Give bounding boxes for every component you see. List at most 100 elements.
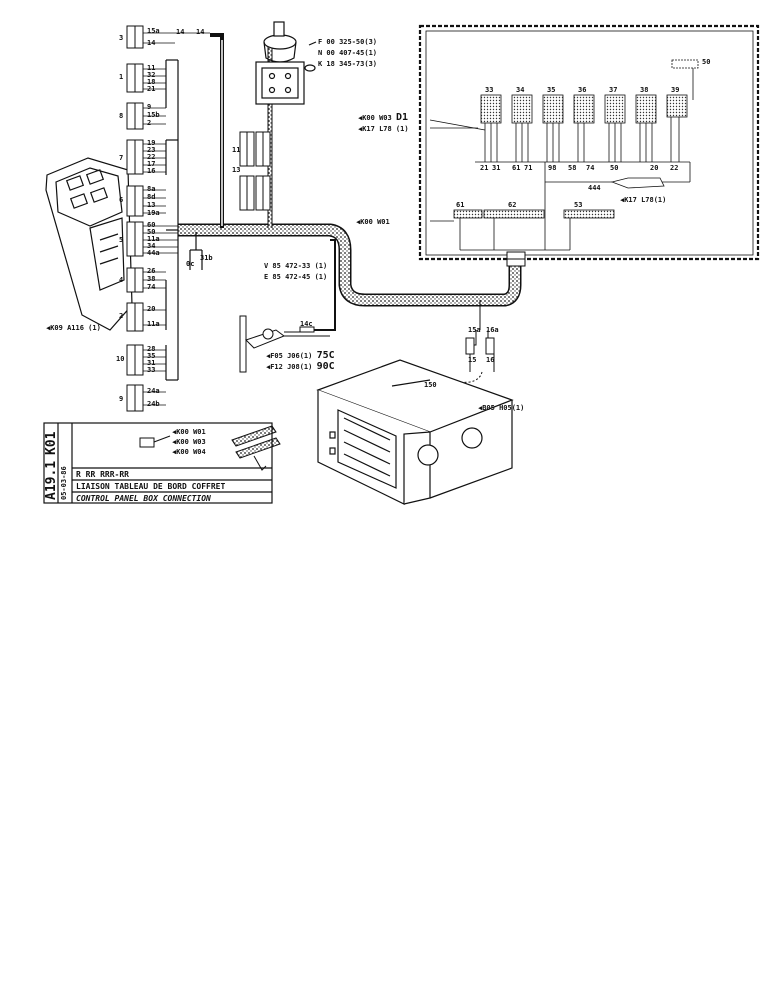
- ref-k17-mid-text: K17 L78(1): [624, 196, 667, 204]
- ref-f05: ◀F05 J06(1) 75C: [266, 350, 335, 361]
- ref-k00-w03-text: K00 W03: [362, 114, 392, 122]
- box-wire-label: 22: [670, 164, 679, 172]
- pin-label: 74: [147, 283, 156, 291]
- pin-label: 24a: [147, 387, 160, 395]
- pin-label: 32: [147, 71, 156, 79]
- ref-k18: K 18 345-73(3): [318, 60, 378, 68]
- wire-label-15a: 15a: [468, 326, 481, 334]
- pin-label: 33: [147, 366, 156, 374]
- ref-f00: F 00 325-50(3): [318, 38, 378, 46]
- pin-label: 31: [147, 359, 156, 367]
- pin-label: 2: [147, 119, 152, 127]
- box-wire-label: 61: [512, 164, 521, 172]
- top-component: [255, 21, 317, 105]
- pin-label: 16: [147, 167, 156, 175]
- wire-label-16a: 16a: [486, 326, 499, 334]
- ref-k00-w03-b: ◀K00 W03: [172, 438, 206, 446]
- box-wire-label: 74: [586, 164, 595, 172]
- ref-k17-top-text: K17 L78 (1): [362, 125, 409, 133]
- ref-k00-w01: ◀K00 W01: [356, 218, 390, 226]
- pin-label: 19a: [147, 209, 160, 217]
- pin-label: 11: [147, 64, 156, 72]
- wire-label-31b: 31b: [200, 254, 213, 262]
- ref-f12: ◀F12 J08(1) 90C: [266, 361, 335, 372]
- wire-label-14: 14: [176, 28, 185, 36]
- ref-e85: E 85 472-45 (1): [264, 273, 328, 281]
- ref-b05-text: B05 H05(1): [482, 404, 525, 412]
- connector-8-num: 8: [119, 112, 124, 120]
- box-wire-label: 21: [480, 164, 489, 172]
- title-fr: LIAISON TABLEAU DE BORD COFFRET: [76, 482, 226, 491]
- ref-code: K01: [44, 431, 59, 455]
- relay-39-num: 39: [671, 86, 680, 94]
- pin-label: 21: [147, 85, 156, 93]
- connector-5-num: 5: [119, 236, 124, 244]
- connector-9-num: 9: [119, 395, 124, 403]
- pin-label: 28: [147, 345, 156, 353]
- relay-33-num: 33: [485, 86, 494, 94]
- ref-k00-w04-b-text: K00 W04: [176, 448, 206, 456]
- connector-3-num: 3: [119, 34, 124, 42]
- pin-label: 60: [147, 221, 156, 229]
- ref-k09: ◀K09 A116 (1): [46, 324, 101, 332]
- pin-label: 22: [147, 153, 156, 161]
- connector-7-num: 7: [119, 154, 124, 162]
- page-code: A19.1: [44, 460, 59, 500]
- pin-label: 15b: [147, 111, 160, 119]
- connector-11-num: 11: [232, 146, 241, 154]
- wire-label-150: 150: [424, 381, 437, 389]
- connector-4-num: 4: [119, 276, 124, 284]
- ref-b05: ◀B05 H05(1): [478, 404, 525, 412]
- mid-connectors: [239, 131, 271, 211]
- connector-2-num: 2: [119, 312, 124, 320]
- pin-label: 11a: [147, 235, 160, 243]
- ref-k00-w01-text: K00 W01: [360, 218, 390, 226]
- pin-label: 24b: [147, 400, 160, 408]
- code-line: R RR RRR-RR: [76, 470, 129, 479]
- ref-k00-w03-b-text: K00 W03: [176, 438, 206, 446]
- pin-label: 38: [147, 275, 156, 283]
- box-wire-label: 31: [492, 164, 501, 172]
- dashboard-console: [45, 157, 133, 331]
- pin-label: 13: [147, 201, 156, 209]
- box-relays: [429, 59, 699, 251]
- control-box-frame: [418, 24, 760, 261]
- relay-37-num: 37: [609, 86, 618, 94]
- title-en: CONTROL PANEL BOX CONNECTION: [76, 494, 211, 503]
- ref-k17-top: ◀K17 L78 (1): [358, 125, 409, 133]
- small-parts: [139, 425, 281, 471]
- pin-label: 35: [147, 352, 156, 360]
- pin-label: 50: [147, 228, 156, 236]
- box-wire-label: 71: [524, 164, 533, 172]
- ref-k00-w01-b-text: K00 W01: [176, 428, 206, 436]
- ref-f12-val: 90C: [316, 361, 335, 372]
- ref-k00-w03: ◀K00 W03 D1: [358, 112, 408, 123]
- doc-date: 05-03-86: [60, 466, 68, 500]
- pin-label: 18: [147, 78, 156, 86]
- relay-38-num: 38: [640, 86, 649, 94]
- pin-label: 15a: [147, 27, 160, 35]
- ref-k00-w01-b: ◀K00 W01: [172, 428, 206, 436]
- box-wire-label: 58: [568, 164, 577, 172]
- connector-1-num: 1: [119, 73, 124, 81]
- connector-6-num: 6: [119, 196, 124, 204]
- pin-label: 11a: [147, 320, 160, 328]
- pin-label: 14: [147, 39, 156, 47]
- pin-label: 26: [147, 267, 156, 275]
- left-connector-wires: [143, 32, 210, 406]
- wire-label-14c: 14c: [300, 320, 313, 328]
- pin-label: 8d: [147, 193, 156, 201]
- title-block: [43, 422, 273, 504]
- wire-label-0c: 0c: [186, 260, 195, 268]
- box-corner-num: 50: [702, 58, 711, 66]
- ref-n00: N 00 407-45(1): [318, 49, 378, 57]
- relay-36-num: 36: [578, 86, 587, 94]
- connector-13-num: 13: [232, 166, 241, 174]
- heater-box: [316, 359, 514, 505]
- pin-label: 34: [147, 242, 156, 250]
- ref-v85: V 85 472-33 (1): [264, 262, 328, 270]
- relay-34-num: 34: [516, 86, 525, 94]
- pin-label: 44a: [147, 249, 160, 257]
- pin-label: 23: [147, 146, 156, 154]
